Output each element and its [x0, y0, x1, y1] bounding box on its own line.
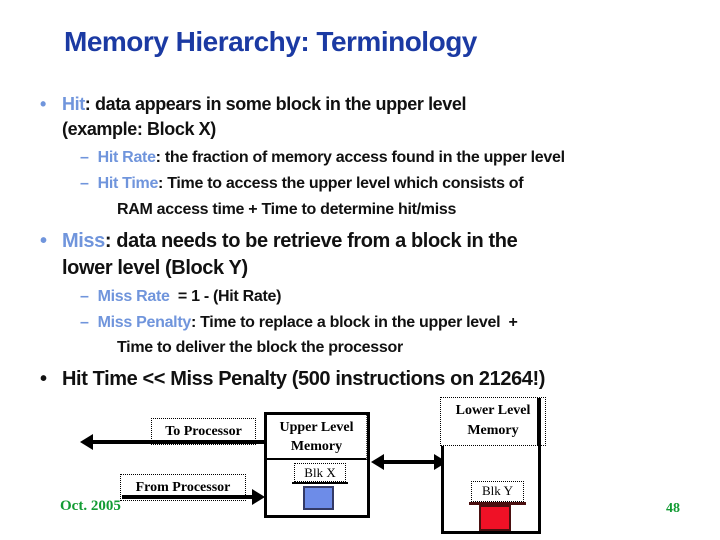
memory-transfer-line [380, 460, 436, 464]
footer-date: Oct. 2005 [60, 498, 121, 514]
sub-miss-penalty-rest: : Time to replace a block in the upper l… [190, 314, 518, 331]
blk-y-label: Blk Y [471, 481, 524, 502]
sub-hit-time-text: Hit Time: Time to access the upper level… [98, 174, 524, 194]
slide-title: Memory Hierarchy: Terminology [64, 26, 477, 57]
upper-level-line1: Upper Level [279, 420, 354, 435]
bullet-glyph: • [40, 230, 47, 252]
arrow-left-icon [371, 454, 384, 470]
page-number: 48 [666, 501, 680, 516]
sub-miss-rate-text: Miss Rate = 1 - (Hit Rate) [98, 287, 282, 307]
bullet-hit: • Hit: data appears in some block in the… [40, 92, 680, 116]
bullet-miss-line2: lower level (Block Y) [62, 257, 248, 279]
lower-level-line2: Memory [467, 423, 519, 438]
blk-x-square [303, 486, 334, 510]
dash-glyph: – [80, 175, 89, 192]
sub-hit-rate: – Hit Rate: the fraction of memory acces… [80, 148, 700, 168]
bullet-miss-text: Miss: data needs to be retrieve from a b… [62, 228, 518, 254]
sub-hit-time-cont: RAM access time + Time to determine hit/… [117, 201, 457, 218]
term-miss-rate: Miss Rate [97, 288, 170, 305]
blk-x-label: Blk X [294, 463, 346, 482]
sub-miss-penalty: – Miss Penalty: Time to replace a block … [80, 313, 700, 333]
lower-level-memory-label: Lower Level Memory [440, 397, 546, 446]
bullet-hit-line2: (example: Block X) [62, 119, 216, 139]
lower-level-line1: Lower Level [455, 403, 531, 418]
bullet-miss: • Miss: data needs to be retrieve from a… [40, 228, 690, 254]
upper-level-line2: Memory [290, 439, 343, 454]
sub-hit-rate-rest: : the fraction of memory access found in… [155, 149, 565, 166]
bullet-hit-text: Hit: data appears in some block in the u… [62, 92, 467, 116]
sub-hit-time: – Hit Time: Time to access the upper lev… [80, 174, 700, 194]
sub-hit-rate-text: Hit Rate: the fraction of memory access … [98, 148, 565, 168]
dash-glyph: – [80, 149, 89, 166]
term-hit-rate: Hit Rate [97, 149, 156, 166]
lower-box-right-edge [537, 398, 541, 446]
term-hit-time: Hit Time [97, 175, 159, 192]
upper-level-memory-label: Upper Level Memory [267, 415, 367, 460]
sub-miss-rate-rest: = 1 - (Hit Rate) [169, 288, 282, 305]
to-processor-label: To Processor [165, 423, 242, 439]
term-hit: Hit [62, 94, 85, 114]
from-processor-arrow-line [122, 495, 253, 499]
sub-miss-penalty-text: Miss Penalty: Time to replace a block in… [98, 313, 518, 333]
term-miss: Miss [62, 230, 105, 252]
from-processor-label: From Processor [135, 479, 231, 495]
bullet-glyph: • [40, 94, 46, 114]
bullet-hit-rest: : data appears in some block in the uppe… [84, 94, 467, 114]
upper-level-memory-box: Upper Level Memory [264, 412, 370, 518]
arrow-right-icon [252, 489, 265, 505]
sub-hit-time-rest: : Time to access the upper level which c… [158, 175, 524, 192]
bullet-hit-time-penalty: • Hit Time << Miss Penalty (500 instruct… [40, 366, 710, 392]
arrow-left-icon [80, 434, 93, 450]
dash-glyph: – [80, 288, 89, 305]
bullet-glyph: • [40, 368, 47, 390]
to-processor-arrow-line [92, 440, 266, 444]
sub-miss-rate: – Miss Rate = 1 - (Hit Rate) [80, 287, 700, 307]
bullet-hit-time-penalty-text: Hit Time << Miss Penalty (500 instructio… [62, 368, 546, 390]
blk-x-underline [292, 482, 348, 484]
bullet-miss-rest: : data needs to be retrieve from a block… [104, 230, 518, 252]
sub-miss-penalty-cont: Time to deliver the block the processor [117, 339, 403, 356]
term-miss-penalty: Miss Penalty [97, 314, 192, 331]
dash-glyph: – [80, 314, 89, 331]
blk-y-underline [469, 502, 526, 505]
blk-y-square [479, 505, 511, 531]
